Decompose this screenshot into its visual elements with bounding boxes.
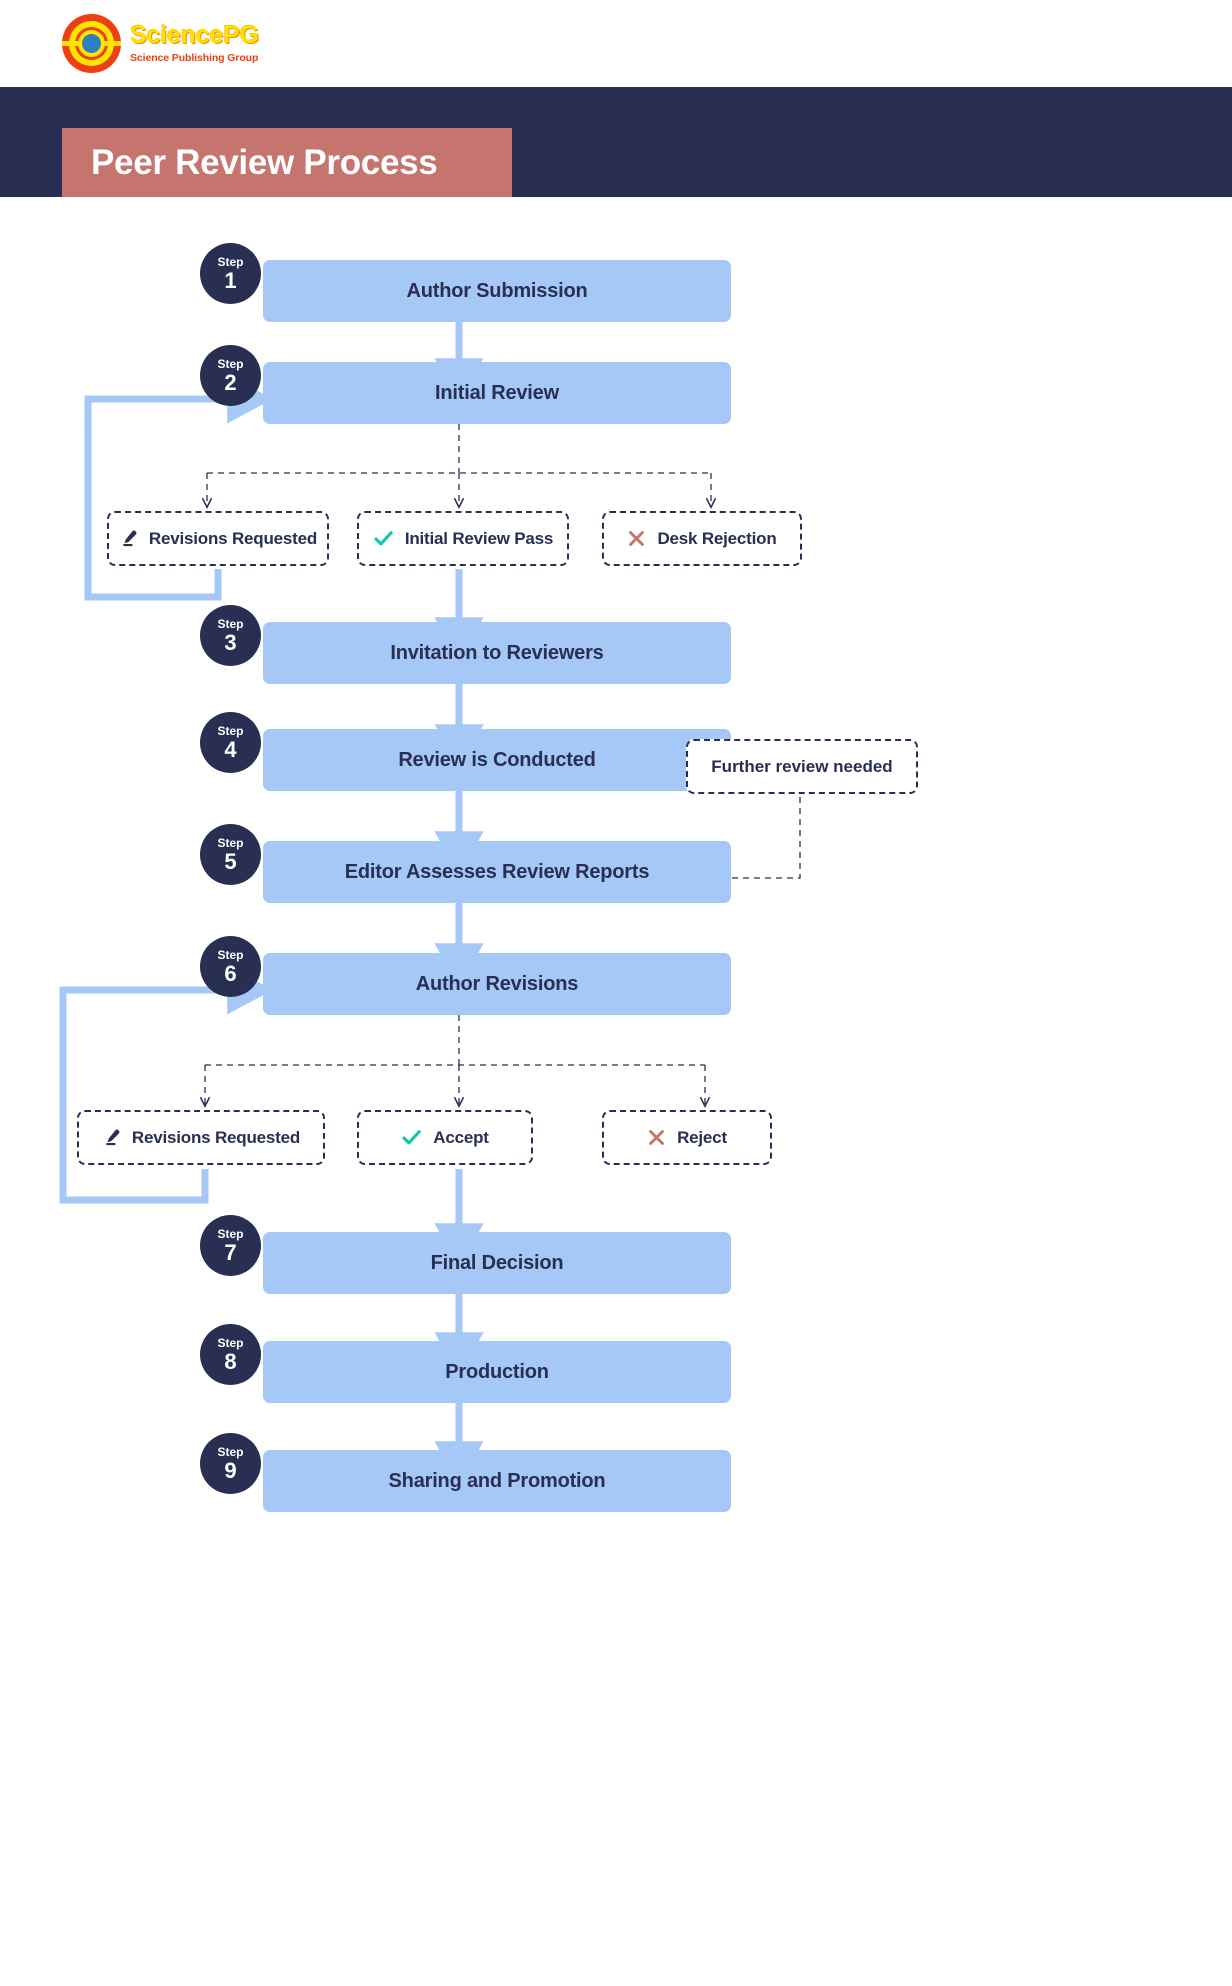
step-label-1: Author Submission (406, 279, 588, 302)
step-label-9: Sharing and Promotion (388, 1469, 606, 1492)
logo-title: SciencePG (130, 21, 259, 50)
flowchart-canvas: Author Submission Step 1 Initial Review … (0, 197, 1232, 1986)
step-label-5: Editor Assesses Review Reports (344, 860, 650, 883)
step-word-5: Step (217, 835, 244, 850)
outcome-revisions-requested-2[interactable]: Revisions Requested (77, 1110, 325, 1165)
step-number-8: 8 (224, 1348, 237, 1374)
step-label-3: Invitation to Reviewers (390, 641, 604, 664)
step-bar-3[interactable]: Invitation to Reviewers (263, 622, 731, 684)
step-label-6: Author Revisions (415, 972, 579, 995)
step-word-8: Step (217, 1335, 244, 1350)
step-word-1: Step (217, 254, 244, 269)
check-icon (401, 1127, 422, 1148)
page-title-chip: Peer Review Process (62, 128, 512, 197)
note-further-review-needed[interactable]: Further review needed (686, 739, 918, 794)
check-icon (373, 528, 394, 549)
step-number-2: 2 (224, 369, 237, 395)
step-badge-2: Step 2 (200, 345, 261, 406)
step-word-7: Step (217, 1226, 244, 1241)
step-badge-3: Step 3 (200, 605, 261, 666)
step-bar-5[interactable]: Editor Assesses Review Reports (263, 841, 731, 903)
step-badge-9: Step 9 (200, 1433, 261, 1494)
step-badge-6: Step 6 (200, 936, 261, 997)
cross-icon (627, 529, 646, 548)
step-bar-2[interactable]: Initial Review (263, 362, 731, 424)
step-number-4: 4 (224, 736, 237, 762)
outcome-label: Desk Rejection (657, 528, 777, 548)
page-title: Peer Review Process (91, 142, 438, 182)
step-badge-5: Step 5 (200, 824, 261, 885)
outcome-desk-rejection[interactable]: Desk Rejection (602, 511, 802, 566)
step-number-3: 3 (224, 629, 237, 655)
step-bar-1[interactable]: Author Submission (263, 260, 731, 322)
step-label-2: Initial Review (435, 381, 559, 404)
step-label-7: Final Decision (430, 1251, 564, 1274)
outcome-accept[interactable]: Accept (357, 1110, 533, 1165)
step-bar-6[interactable]: Author Revisions (263, 953, 731, 1015)
note-label: Further review needed (711, 756, 893, 776)
step-badge-8: Step 8 (200, 1324, 261, 1385)
step-label-8: Production (445, 1360, 549, 1383)
outcome-label: Initial Review Pass (404, 528, 554, 548)
outcome-label: Reject (677, 1127, 727, 1147)
step-bar-9[interactable]: Sharing and Promotion (263, 1450, 731, 1512)
cross-icon (647, 1128, 666, 1147)
pencil-icon (102, 1128, 121, 1147)
outcome-initial-review-pass[interactable]: Initial Review Pass (357, 511, 569, 566)
step-number-1: 1 (224, 267, 237, 293)
step-number-7: 7 (224, 1239, 237, 1265)
step-number-6: 6 (224, 960, 237, 986)
step-bar-4[interactable]: Review is Conducted (263, 729, 731, 791)
step-number-9: 9 (224, 1457, 237, 1483)
step-word-6: Step (217, 947, 244, 962)
brand-logo[interactable]: SciencePG Science Publishing Group (62, 14, 259, 73)
connector-layer (59, 322, 801, 1487)
step-bar-7[interactable]: Final Decision (263, 1232, 731, 1294)
step-badge-4: Step 4 (200, 712, 261, 773)
outcome-label: Revisions Requested (131, 1127, 301, 1147)
outcome-label: Revisions Requested (148, 528, 318, 548)
outcome-label: Accept (433, 1127, 489, 1147)
step-word-4: Step (217, 723, 244, 738)
concentric-circles-logo-icon (62, 14, 121, 73)
step-label-4: Review is Conducted (398, 748, 596, 771)
pencil-icon (119, 529, 138, 548)
outcome-reject[interactable]: Reject (602, 1110, 772, 1165)
step-word-9: Step (217, 1444, 244, 1459)
step-word-3: Step (217, 616, 244, 631)
step-badge-7: Step 7 (200, 1215, 261, 1276)
step-bar-8[interactable]: Production (263, 1341, 731, 1403)
outcome-revisions-requested-1[interactable]: Revisions Requested (107, 511, 329, 566)
step-number-5: 5 (224, 848, 237, 874)
step-badge-1: Step 1 (200, 243, 261, 304)
step-word-2: Step (217, 356, 244, 371)
logo-subtitle: Science Publishing Group (130, 52, 259, 65)
logo-bar: SciencePG Science Publishing Group (0, 0, 1232, 87)
